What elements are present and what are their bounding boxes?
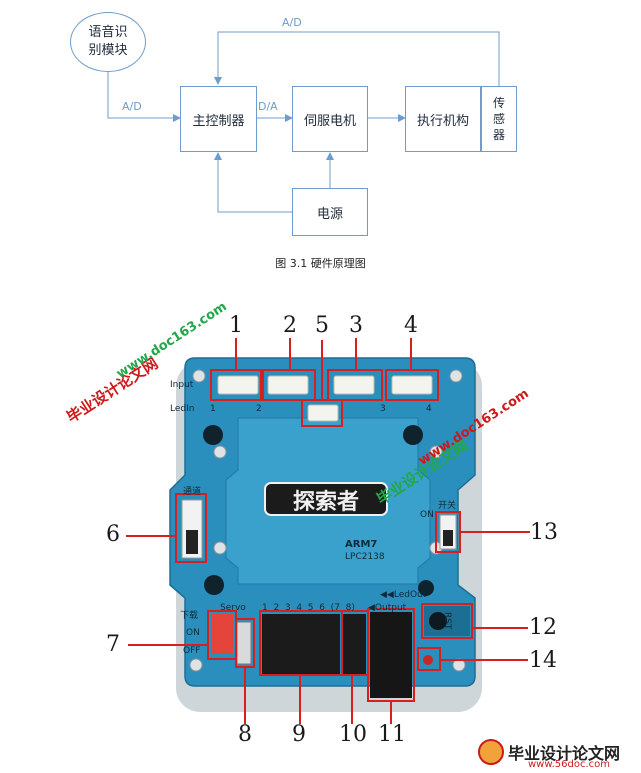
figure-caption: 图 3.1 硬件原理图 [275,257,366,270]
channel-label: 通道 [183,487,202,497]
callout-6: 6 [106,522,120,547]
edge-label-sensor-feedback: A/D [282,16,302,29]
node-actuator: 执行机构 [405,86,481,152]
footer-logo-icon [478,739,504,765]
callout-11: 11 [378,722,406,747]
callout-12: 12 [529,615,557,640]
output-label: ◀Output [368,603,407,613]
ledout-label: ◀◀LedOut [380,590,427,600]
download-on-label: ON [186,628,200,638]
footer-site-url: www.56doc.com [528,759,611,770]
node-main-controller: 主控制器 [180,86,257,152]
ledin-3-label: 3 [380,404,386,414]
edge-power-controller [214,152,292,213]
ledin-4-label: 4 [426,404,432,414]
ledin-label: LedIn [170,404,195,414]
node-servo-motor: 伺服电机 [292,86,368,152]
callout-7: 7 [106,632,120,657]
chip-label-a: ARM7 [345,539,378,550]
callout-13: 13 [530,520,558,545]
callout-1: 1 [229,313,243,338]
ledin-1-label: 1 [210,404,216,414]
callout-5: 5 [315,313,329,338]
callout-10: 10 [339,722,367,747]
switch-on-label: ON [420,510,434,520]
callout-4: 4 [404,313,418,338]
footer-site-cn: 毕业设计论文网 [508,744,621,763]
servo-label: Servo [220,603,246,613]
edge-voice-controller [107,60,181,122]
node-power: 电源 [292,188,368,236]
input-connectors [217,375,433,422]
node-sensor: 传 感 器 [481,86,517,152]
node-voice-module: 语音识 别模块 [70,12,146,72]
callout-3: 3 [349,313,363,338]
brand-label: 探索者 [292,490,359,515]
pin-numbers: 1 2 3 4 5 6 (7 8) [262,603,355,613]
input-label: Input [170,380,194,390]
switch-label: 开关 [438,501,457,511]
callout-8: 8 [238,722,252,747]
download-label: 下载 [180,611,199,621]
ledin-2-label: 2 [256,404,262,414]
diagram-connectors [107,31,500,213]
chip-label-b: LPC2138 [345,552,385,562]
edge-sensor-controller [214,31,500,86]
edge-label-controller-servo: D/A [258,100,278,113]
edge-label-voice-controller: A/D [122,100,142,113]
callout-14: 14 [529,648,557,673]
rst-label: RST [442,612,452,630]
callout-9: 9 [292,722,306,747]
callout-2: 2 [283,313,297,338]
download-off-label: OFF [183,646,201,656]
